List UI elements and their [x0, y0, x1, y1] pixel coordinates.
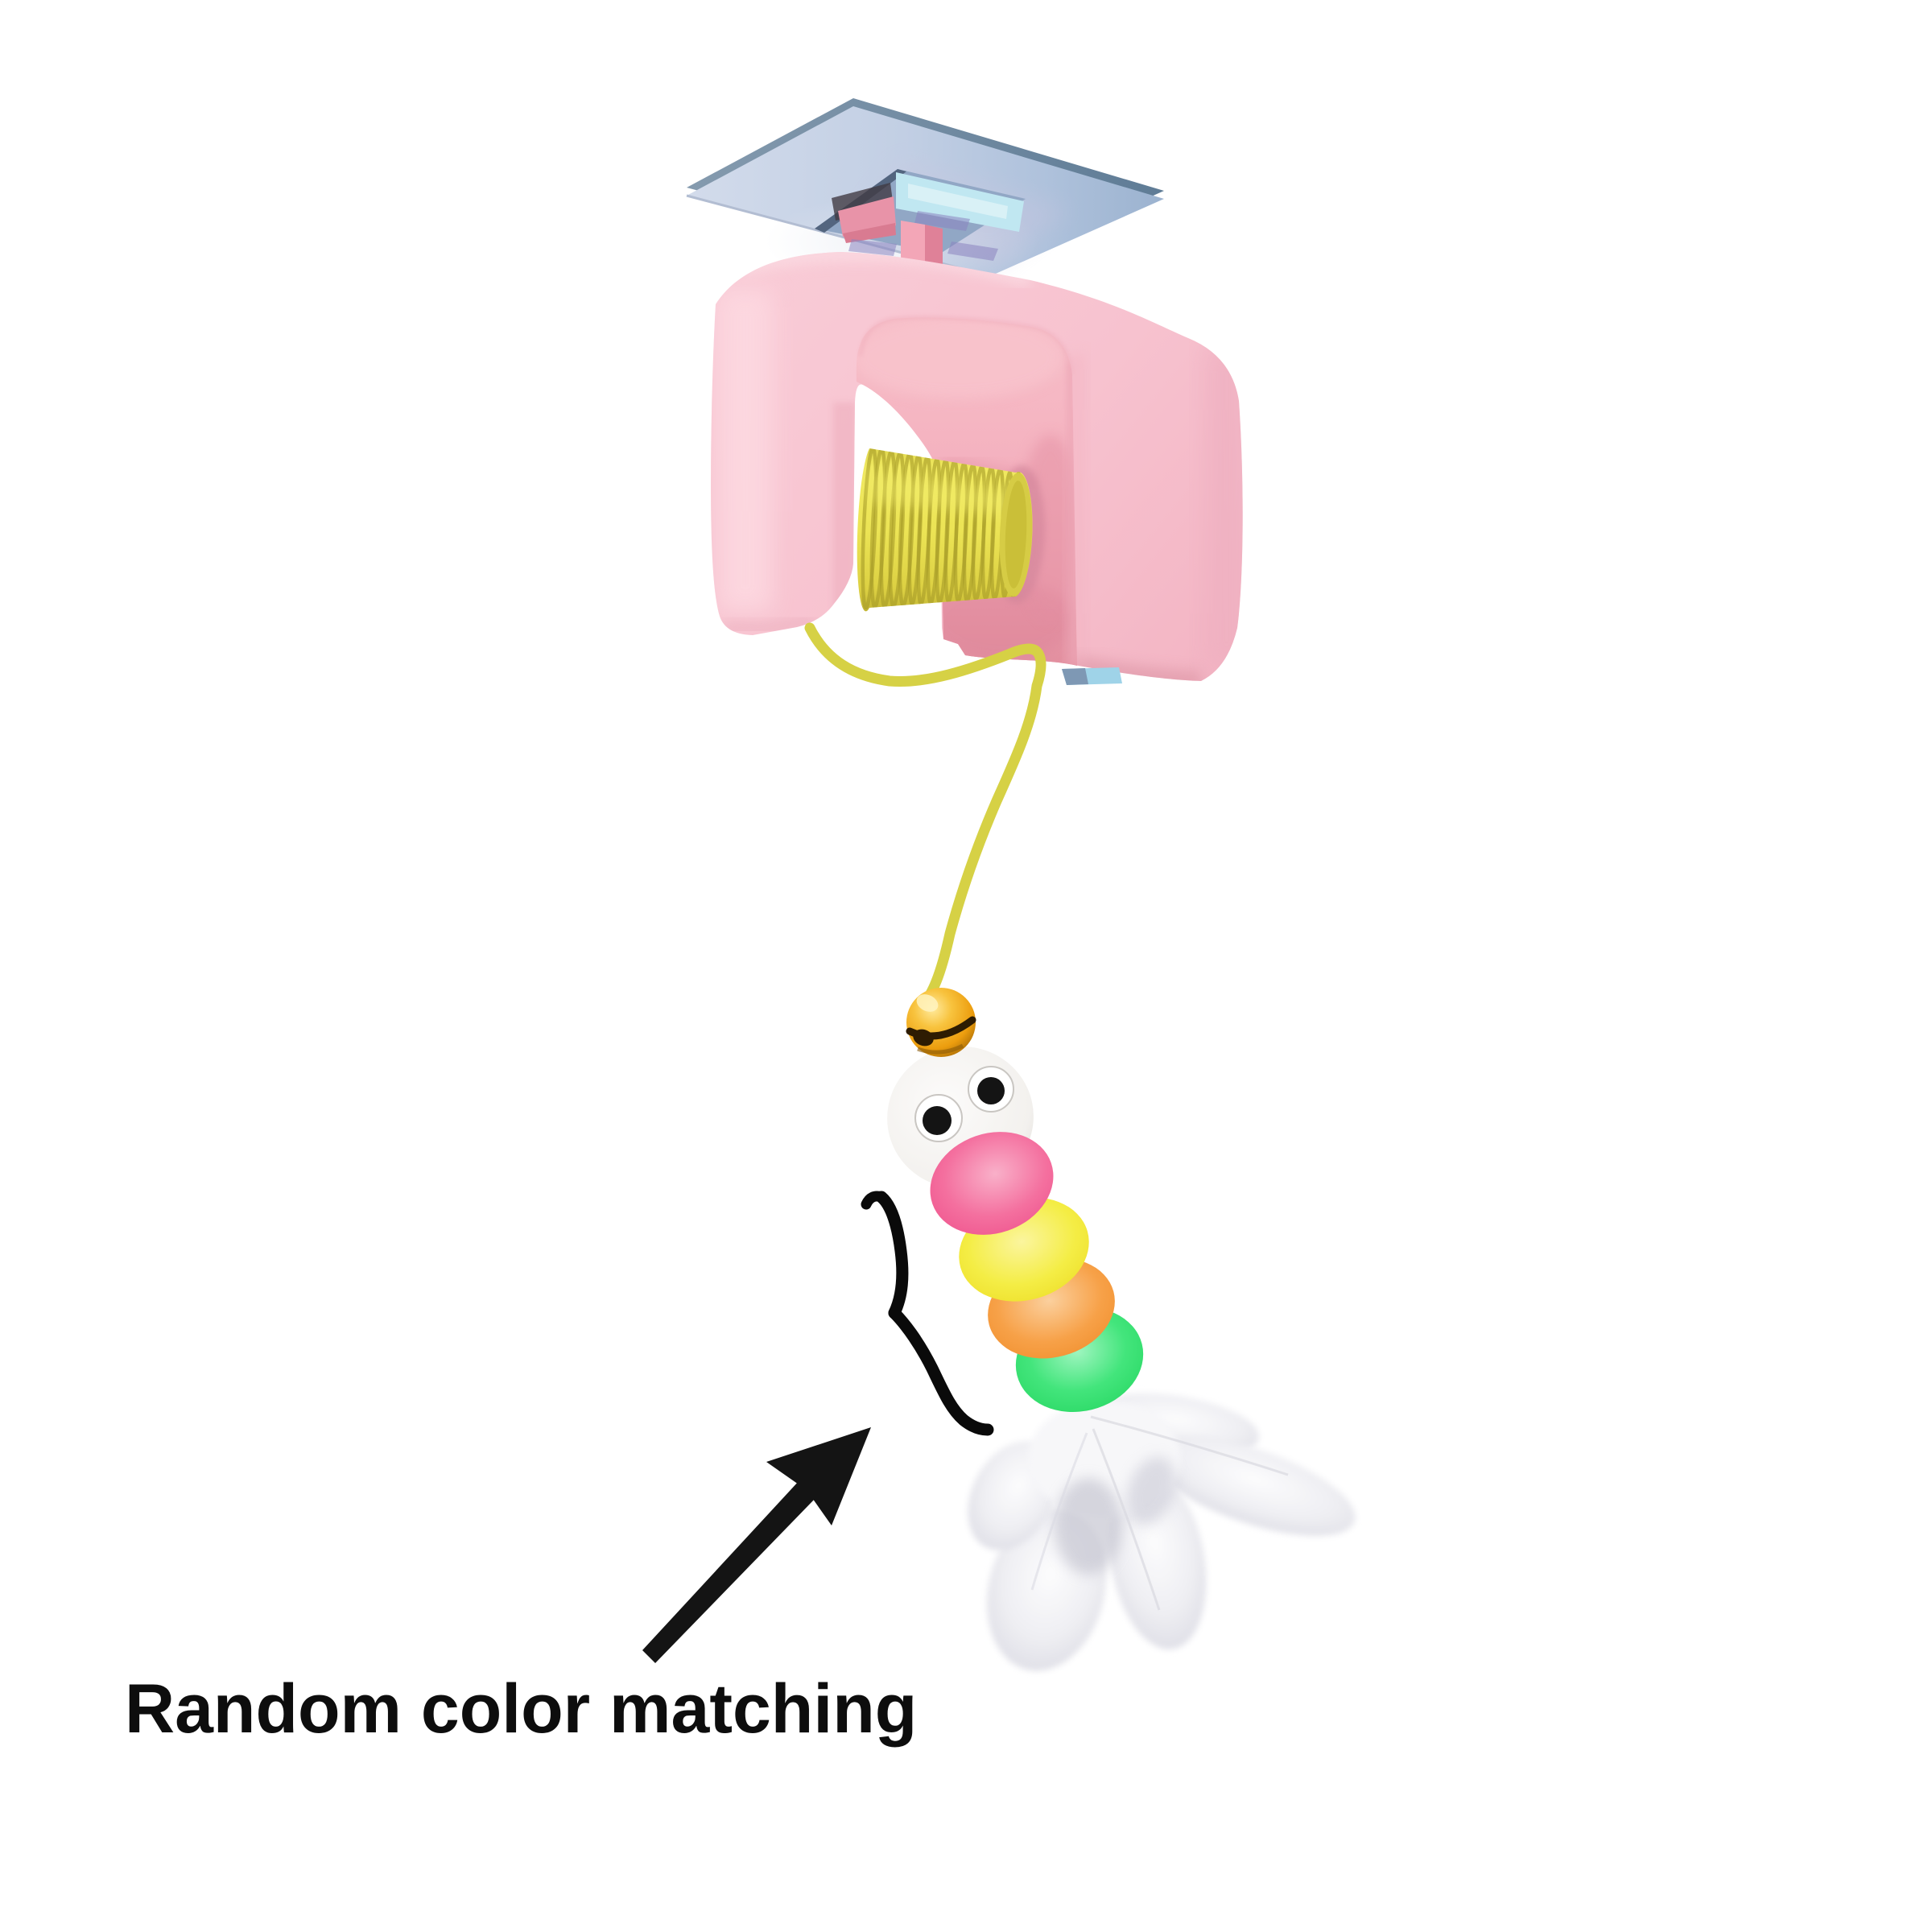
svg-text:Random color matching: Random color matching — [125, 1670, 917, 1748]
